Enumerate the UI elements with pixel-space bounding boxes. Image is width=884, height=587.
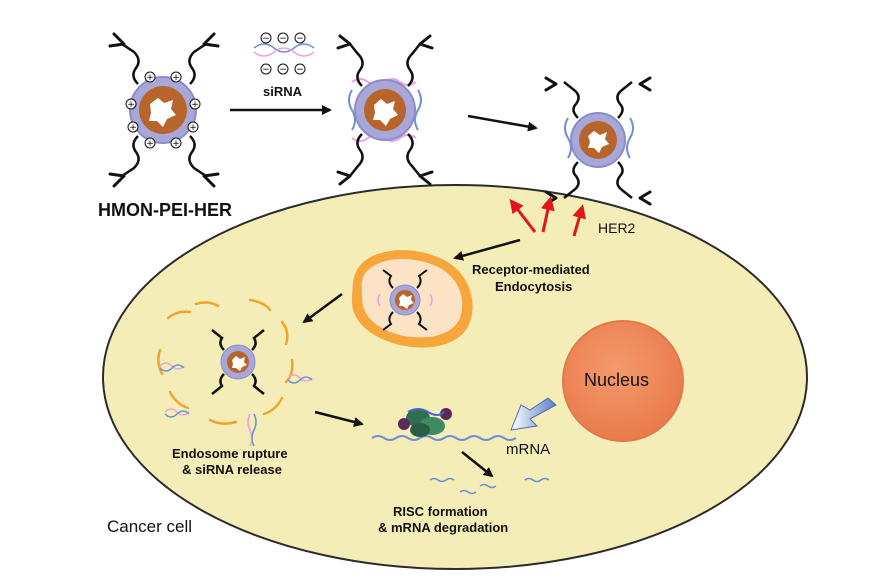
released-sirna: [159, 362, 313, 447]
targeting-arrow: [467, 114, 538, 132]
endocytosis-label-line1: Receptor-mediated: [472, 262, 590, 277]
svg-text:+: +: [172, 73, 180, 83]
risc-label-line2: & mRNA degradation: [378, 520, 509, 535]
mrna-label: mRNA: [506, 441, 551, 458]
nanoparticle-loaded: [336, 34, 434, 186]
sirna-label: siRNA: [263, 84, 303, 99]
svg-text:+: +: [146, 139, 154, 149]
svg-text:+: +: [191, 100, 199, 110]
mrna-export-arrow: [510, 397, 557, 431]
her2-receptor-arrows: [509, 196, 586, 237]
release-arrow: [302, 292, 343, 324]
nucleus: [562, 320, 684, 442]
mrna-strand: [371, 435, 517, 441]
sirna-icon: − − − − − −: [253, 32, 315, 75]
svg-text:+: +: [172, 139, 180, 149]
degraded-mrna-fragments: [429, 477, 550, 495]
release-label-line1: Endosome rupture: [172, 446, 288, 461]
nanoparticle-in-endosome: [377, 269, 433, 331]
risc-label-line1: RISC formation: [393, 504, 488, 519]
endocytosis-arrow: [453, 238, 521, 261]
her2-label: HER2: [598, 220, 636, 236]
degradation-arrow: [461, 451, 494, 478]
svg-text:−: −: [296, 34, 304, 44]
risc-complex: [398, 408, 452, 437]
svg-text:−: −: [262, 34, 270, 44]
endosome-fragments: [157, 298, 294, 425]
cancer-cell: [102, 184, 808, 570]
svg-text:+: +: [129, 123, 137, 133]
nanoparticle-positive: [121, 42, 207, 178]
svg-text:−: −: [262, 65, 270, 75]
nanoparticle-released: [211, 329, 265, 395]
svg-text:+: +: [127, 100, 135, 110]
positive-charge-icons: + + + + + + + +: [125, 71, 201, 149]
nanoparticle-targeting: [544, 76, 652, 206]
risc-arrow: [314, 410, 364, 427]
svg-text:−: −: [296, 65, 304, 75]
svg-text:−: −: [279, 34, 287, 44]
svg-text:−: −: [279, 65, 287, 75]
nucleus-label: Nucleus: [584, 370, 650, 390]
cancer-cell-label: Cancer cell: [107, 517, 193, 536]
construct-label: HMON-PEI-HER: [98, 200, 232, 220]
svg-text:+: +: [146, 73, 154, 83]
svg-text:+: +: [189, 123, 197, 133]
antibody-icons-particle-1: [108, 32, 220, 188]
release-label-line2: & siRNA release: [182, 462, 282, 477]
endocytosis-label-line2: Endocytosis: [495, 279, 573, 294]
